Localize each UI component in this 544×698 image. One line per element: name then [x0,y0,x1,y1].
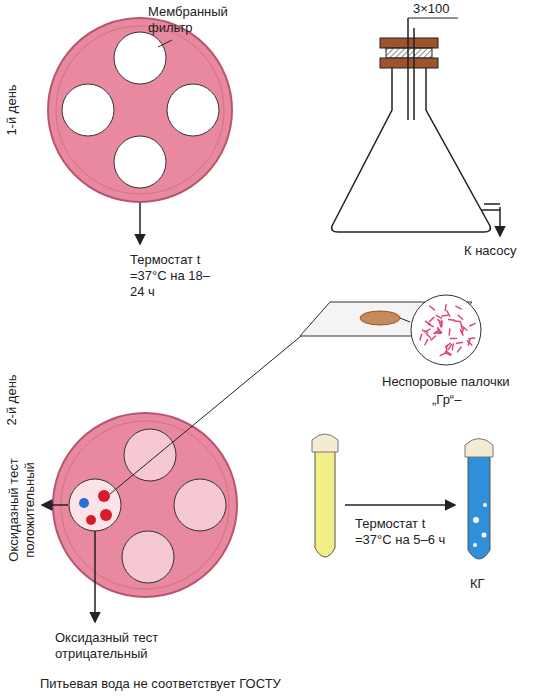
arrow [94,531,96,622]
arrow [110,322,318,494]
result-label: „Гр“– [432,392,492,408]
test-result: Оксидазный тест отрицательный [55,630,195,662]
colony [79,498,89,508]
conclusion-note: Питьевая вода не соответствует ГОСТУ [40,676,360,692]
petri-dish [53,413,237,597]
petri-dish [48,18,232,202]
part-label: Мембранный фильтр [148,4,232,36]
test-result: Оксидазный тест положительный [6,435,38,585]
arrow [139,203,141,244]
glass-slide [300,295,481,365]
part-label: К насосу [464,243,540,259]
volume-label: 3×100 [413,1,473,17]
arrow [345,504,455,506]
condition-note: Термостат t =37°C на 18–24 ч [130,252,212,300]
day-label: 1-й день [4,70,20,150]
result-label: Неспоровые палочки [382,374,532,390]
day-label: 2-й день [4,360,20,440]
result-label: КГ [470,576,510,592]
condition-note: Термостат t =37°C на 5–6 ч [355,516,447,548]
filter-flask [332,18,500,236]
arrow [42,504,68,506]
leader-line [158,40,172,47]
test-tube [312,434,493,559]
